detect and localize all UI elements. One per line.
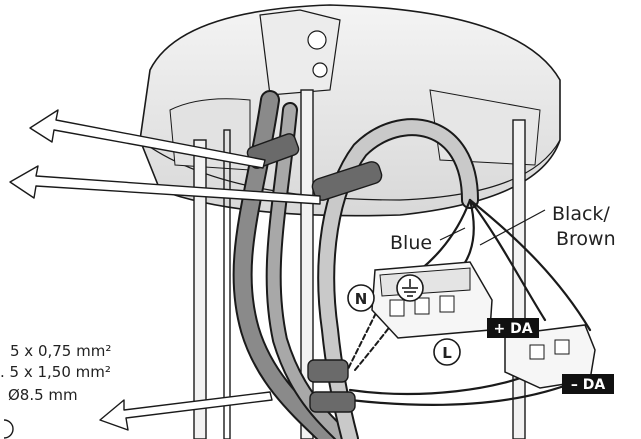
neutral-marker: N xyxy=(347,284,375,312)
ground-symbol-icon xyxy=(396,274,424,302)
leader-lines xyxy=(439,209,546,246)
cable-clamps xyxy=(246,133,383,413)
svg-text:– DA: – DA xyxy=(571,377,605,393)
svg-text:L: L xyxy=(442,344,452,362)
svg-text:+ DA: + DA xyxy=(493,321,532,337)
blue-label: Blue xyxy=(390,232,432,254)
mains-terminal-block xyxy=(371,261,493,339)
minus-da-badge: – DA xyxy=(562,374,614,394)
partial-circle-marker xyxy=(3,419,14,439)
cable-spec-2: . 5 x 1,50 mm² xyxy=(0,363,111,381)
pointer-arrows xyxy=(9,109,321,431)
black-brown-label-line2: Brown xyxy=(556,228,616,250)
cable-spec-1: 5 x 0,75 mm² xyxy=(10,342,111,360)
cable-diameter: Ø8.5 mm xyxy=(8,386,78,404)
svg-text:N: N xyxy=(355,290,368,308)
live-marker: L xyxy=(433,338,461,366)
plus-da-badge: + DA xyxy=(487,318,539,338)
black-brown-label: Black/ xyxy=(552,203,610,225)
